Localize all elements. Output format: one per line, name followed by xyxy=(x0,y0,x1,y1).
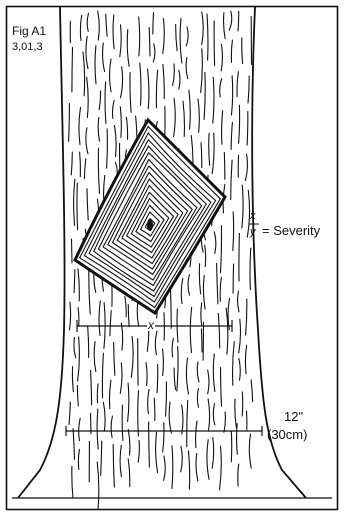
trunk-right-edge xyxy=(252,7,306,498)
trunk-diameter-cm: (30cm) xyxy=(267,428,307,441)
bark-stroke xyxy=(245,17,252,468)
severity-numerator: x xyxy=(250,211,256,222)
bark-stroke xyxy=(237,11,244,486)
severity-label: = Severity xyxy=(262,224,320,237)
figure-code: 3,01,3 xyxy=(12,42,43,53)
bark-stroke xyxy=(203,14,210,479)
severity-denominator: y xyxy=(250,227,256,238)
bark-stroke xyxy=(220,13,228,490)
canker-lesion xyxy=(75,120,225,313)
bark-stroke xyxy=(228,11,236,462)
bark-stroke xyxy=(212,21,220,468)
trunk-diameter-inches: 12" xyxy=(284,410,303,423)
canker-width-label: x xyxy=(147,319,155,331)
figure-title: Fig A1 xyxy=(12,25,46,37)
canker-center xyxy=(147,219,153,231)
trunk-left-edge xyxy=(18,7,65,498)
